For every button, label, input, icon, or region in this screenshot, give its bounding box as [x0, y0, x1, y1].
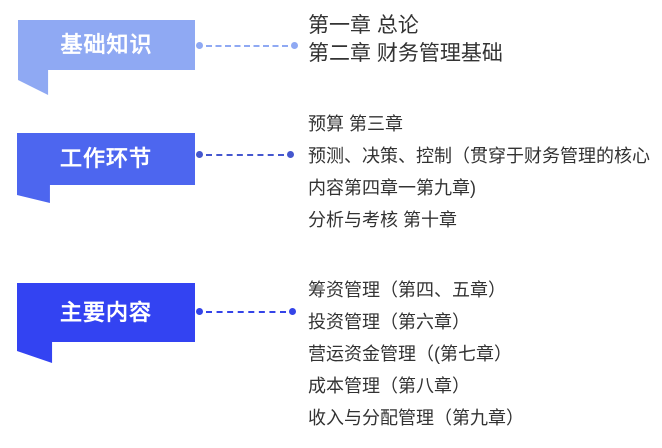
connector-line: [196, 151, 294, 158]
ribbon-main-content: 主要内容: [17, 283, 195, 363]
ribbon-label: 工作环节: [59, 146, 152, 171]
dashed-line: [206, 310, 286, 313]
chapter-list-basic-knowledge: 第一章 总论第二章 财务管理基础: [308, 12, 648, 68]
ribbon-basic-knowledge: 基础知识: [18, 20, 195, 95]
connector-line: [196, 308, 296, 315]
list-item: 投资管理（第六章）: [308, 312, 470, 332]
ribbon-label: 主要内容: [59, 300, 152, 325]
list-item: 营运资金管理（(第七章）: [308, 344, 512, 364]
connector-end-dot: [289, 308, 296, 315]
list-item: 预算 第三章: [308, 114, 404, 134]
list-item: 预测、决策、控制（贯穿于财务管理的核心 内容第四章一第九章): [308, 146, 650, 198]
chapter-list-main-content: 筹资管理（第四、五章） 投资管理（第六章） 营运资金管理（(第七章） 成本管理（第八章…: [308, 274, 656, 434]
connector-line: [196, 42, 298, 49]
connector-end-dot: [287, 151, 294, 158]
connector-end-dot: [291, 42, 298, 49]
connector-start-dot: [196, 308, 203, 315]
dashed-line: [206, 44, 288, 47]
list-item: 分析与考核 第十章: [308, 210, 458, 230]
ribbon-work-stages: 工作环节: [17, 133, 195, 203]
dashed-line: [206, 153, 284, 156]
list-item: 第一章 总论: [308, 14, 419, 37]
connector-start-dot: [196, 42, 203, 49]
list-item: 第二章 财务管理基础: [308, 42, 503, 65]
list-item: 筹资管理（第四、五章）: [308, 280, 506, 300]
list-item: 收入与分配管理（第九章）: [308, 408, 524, 428]
ribbon-label: 基础知识: [60, 32, 153, 57]
list-item: 成本管理（第八章）: [308, 376, 470, 396]
connector-start-dot: [196, 151, 203, 158]
chapter-list-work-stages: 预算 第三章预测、决策、控制（贯穿于财务管理的核心 内容第四章一第九章) 分析与考…: [308, 108, 656, 236]
